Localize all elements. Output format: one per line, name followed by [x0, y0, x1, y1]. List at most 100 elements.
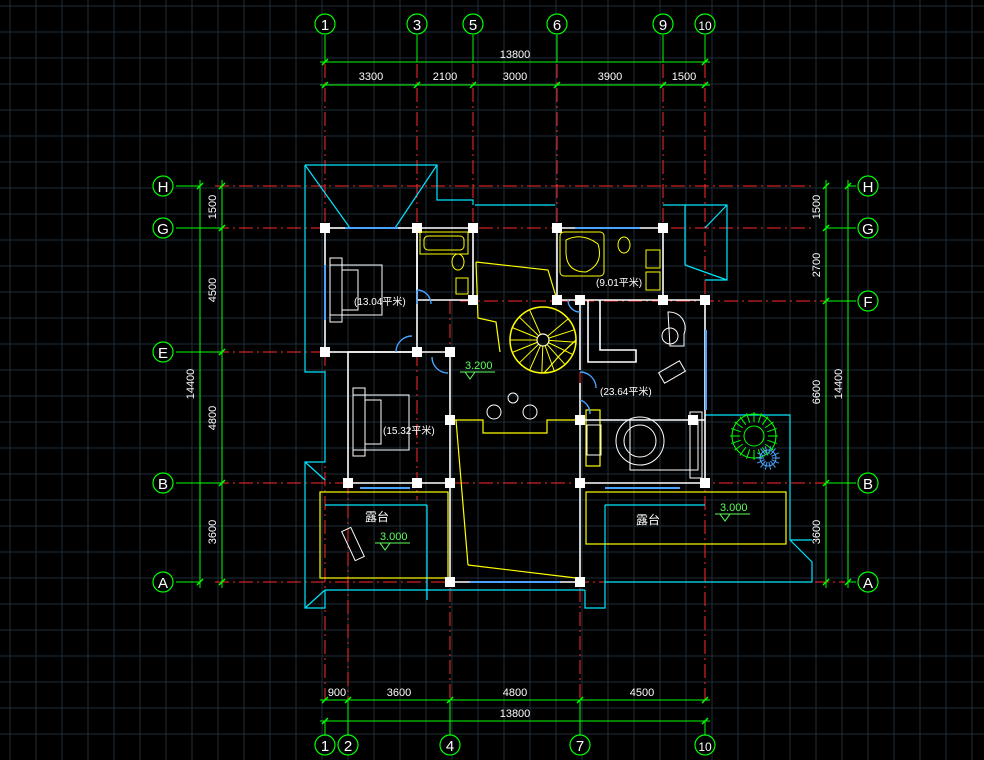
stair-step [548, 329, 575, 339]
plant-spike [768, 461, 772, 470]
level-value: 3.000 [720, 502, 748, 514]
right-dimension: 6600 [811, 380, 823, 404]
plant-spike [756, 459, 765, 464]
plant-spike [757, 413, 762, 423]
plant-spike [764, 461, 768, 470]
plant-spike [734, 421, 743, 429]
stair-step [541, 345, 544, 373]
plant-spike [746, 449, 751, 459]
garden-tree [730, 412, 778, 460]
furniture [329, 257, 703, 562]
left-dimension: 4800 [207, 406, 219, 430]
bottom-total-dimension: 13800 [500, 708, 531, 720]
terrace-label: 露台 [365, 509, 389, 524]
dimension-text: 13800 3300 2100 3000 3900 1500 900 3600 … [185, 49, 845, 720]
axis-bubble-label: H [863, 179, 874, 196]
axis-bubble-label: H [158, 179, 169, 196]
terrace-label: 露台 [636, 512, 660, 527]
stair-step [512, 341, 538, 353]
axis-bubble-label: A [863, 575, 873, 592]
axis-bubble-label: 10 [698, 19, 712, 33]
spiral-staircase [509, 306, 577, 374]
axis-bubble-label: G [157, 221, 169, 238]
plant-spike [739, 416, 747, 425]
plant-spike [771, 452, 780, 457]
bathroom-fixtures [419, 231, 661, 295]
level-value: 3.200 [465, 360, 493, 372]
plant-spike [760, 448, 766, 456]
axis-bubble-label: 7 [576, 738, 584, 755]
plant-spike [770, 460, 776, 468]
plant-spike [767, 428, 777, 433]
axis-bubble-labels: 1 3 5 6 9 10 1 2 4 7 10 H G E B A H G F … [157, 17, 874, 755]
axis-bubble-label: 4 [446, 738, 454, 755]
stair-step [546, 344, 566, 365]
left-total-dimension: 14400 [185, 369, 197, 400]
plant-spike [760, 460, 766, 468]
axis-bubble-label: 1 [321, 738, 329, 755]
axis-bubble-label: 5 [469, 17, 477, 34]
axis-bubble-label: B [158, 476, 168, 493]
bottom-dimension: 4500 [630, 687, 654, 699]
top-dimension: 3900 [598, 71, 622, 83]
plant-spike [771, 459, 780, 464]
top-dimension: 2100 [433, 71, 457, 83]
right-total-dimension: 14400 [833, 369, 845, 400]
stair-step [512, 327, 538, 339]
plant-spike [731, 439, 741, 444]
stair-step [529, 309, 542, 335]
stair-step [529, 345, 542, 371]
stair-step [518, 316, 540, 337]
plant-spike [739, 447, 747, 456]
plant-spike [734, 443, 743, 451]
axis-bubble-label: 9 [659, 17, 667, 34]
room-area-label: (15.32平米) [383, 424, 435, 437]
right-dimension: 2700 [811, 253, 823, 277]
plant-spike [768, 446, 772, 455]
roof-outline [304, 164, 813, 609]
plant-spike [765, 443, 774, 451]
axis-bubble-label: 6 [553, 17, 561, 34]
axis-bubble-label: F [863, 294, 872, 311]
plant-spike [756, 452, 765, 457]
left-dimension: 3600 [207, 520, 219, 544]
axis-bubble-label: E [158, 345, 168, 362]
plant-spike [767, 439, 777, 444]
stair-step [548, 342, 573, 355]
garden-plant [756, 446, 780, 470]
left-dimension: 4500 [207, 278, 219, 302]
right-dimension: 3600 [811, 520, 823, 544]
stair-step [548, 339, 576, 343]
top-dimension: 1500 [672, 71, 696, 83]
plant-spike [770, 448, 776, 456]
bottom-dimension: 4800 [503, 687, 527, 699]
stair-step [547, 318, 569, 337]
axis-bubbles [152, 13, 879, 756]
windows [324, 227, 707, 583]
plant-spike [765, 421, 774, 429]
doors [395, 289, 597, 415]
axis-bubble-label: 10 [698, 740, 712, 754]
top-dimension: 3300 [359, 71, 383, 83]
plant-spike [731, 428, 741, 433]
left-dimension: 1500 [207, 195, 219, 219]
right-dimension: 1500 [811, 195, 823, 219]
structural-columns [320, 223, 710, 587]
top-dimension: 3000 [503, 71, 527, 83]
level-value: 3.000 [380, 531, 408, 543]
plant-spike [746, 413, 751, 423]
axis-bubble-label: 2 [344, 738, 352, 755]
room-area-label: (23.64平米) [600, 385, 652, 398]
plant-spike [764, 446, 768, 455]
axis-bubble-label: 3 [413, 17, 421, 34]
room-area-label: (13.04平米) [354, 295, 406, 308]
bottom-dimension: 3600 [387, 687, 411, 699]
axis-bubble-label: 1 [321, 17, 329, 34]
stair-step [518, 343, 540, 364]
stair-step [544, 345, 555, 372]
axis-bubble-label: B [863, 476, 873, 493]
level-markers: 3.200 3.000 3.000 [375, 360, 750, 551]
terrace-outlines [319, 261, 787, 579]
dimension-lines [176, 35, 856, 735]
